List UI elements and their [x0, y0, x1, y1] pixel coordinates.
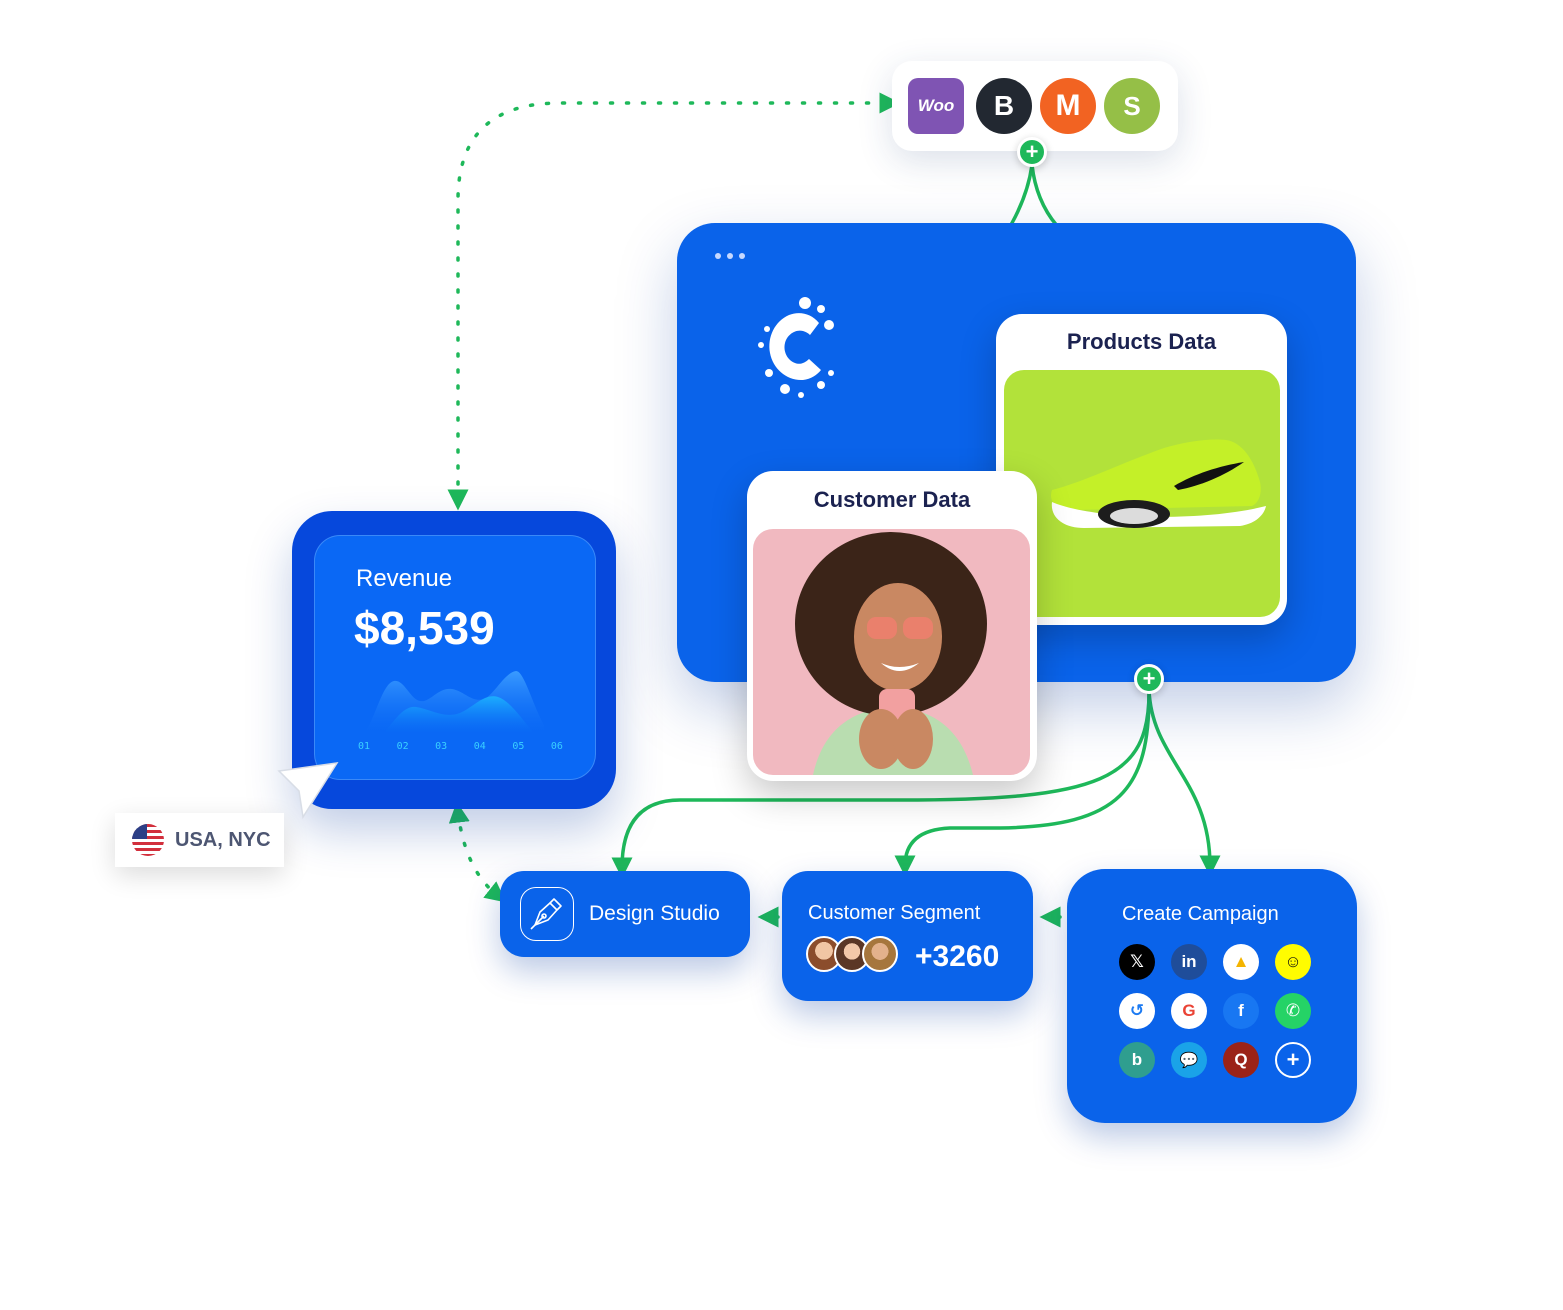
customer-segment-node[interactable]: Customer Segment +3260	[782, 871, 1033, 1001]
customer-data-title: Customer Data	[813, 487, 971, 512]
location-text: USA, NYC	[175, 829, 271, 851]
usa-flag-icon	[132, 824, 164, 856]
design-studio-label: Design Studio	[589, 902, 720, 925]
create-campaign-label: Create Campaign	[1122, 903, 1279, 925]
channel-icons-grid: 𝕏 in ▲ ☺ ↺ G f ✆ b 💬 Q +	[1119, 944, 1311, 1078]
messaging-icon[interactable]: 💬	[1171, 1042, 1207, 1078]
window-dots-icon	[715, 253, 745, 259]
tick-label: 02	[396, 741, 409, 752]
add-platform-icon[interactable]: +	[1017, 137, 1047, 167]
revenue-area-chart	[364, 671, 544, 733]
brand-logo-icon	[758, 297, 834, 398]
tick-label: 03	[435, 741, 448, 752]
avatar-stack	[806, 936, 898, 972]
customer-data-card[interactable]: Customer Data	[747, 471, 1037, 781]
segment-count: +3260	[915, 940, 1000, 973]
tick-label: 04	[473, 741, 486, 752]
quora-icon[interactable]: Q	[1223, 1042, 1259, 1078]
create-campaign-node[interactable]: Create Campaign 𝕏 in ▲ ☺ ↺ G f ✆ b 💬 Q +	[1067, 869, 1357, 1123]
revenue-widget[interactable]: Revenue $8,539 01 02 03 04 05 06	[292, 511, 616, 809]
products-data-card[interactable]: Products Data	[996, 314, 1287, 625]
bing-icon[interactable]: b	[1119, 1042, 1155, 1078]
facebook-icon[interactable]: f	[1223, 993, 1259, 1029]
woocommerce-icon[interactable]: Woo	[908, 78, 964, 134]
design-studio-node[interactable]: Design Studio	[500, 871, 750, 957]
add-node-icon[interactable]: +	[1134, 664, 1164, 694]
bigcommerce-icon[interactable]: B	[976, 78, 1032, 134]
google-icon[interactable]: G	[1171, 993, 1207, 1029]
revenue-value: $8,539	[354, 602, 495, 654]
tick-label: 01	[358, 741, 371, 752]
pen-tool-icon	[520, 887, 574, 941]
linkedin-icon[interactable]: in	[1171, 944, 1207, 980]
tick-label: 06	[550, 741, 563, 752]
add-channel-icon[interactable]: +	[1275, 1042, 1311, 1078]
avatar	[862, 936, 898, 972]
customer-segment-label: Customer Segment	[808, 902, 981, 924]
revenue-inner-panel: Revenue $8,539 01 02 03 04 05 06	[314, 535, 596, 780]
ecommerce-platforms-card: Woo B M S	[892, 61, 1178, 151]
customer-photo	[753, 529, 1030, 775]
adroll-icon[interactable]: ↺	[1119, 993, 1155, 1029]
cursor-pointer-icon	[277, 762, 339, 820]
revenue-axis-ticks: 01 02 03 04 05 06	[358, 741, 563, 752]
location-tag: USA, NYC	[115, 813, 284, 867]
x-icon[interactable]: 𝕏	[1119, 944, 1155, 980]
magento-icon[interactable]: M	[1040, 78, 1096, 134]
sneaker-image	[1004, 370, 1280, 617]
shopify-icon[interactable]: S	[1104, 78, 1160, 134]
products-data-title: Products Data	[1066, 329, 1217, 354]
snapchat-icon[interactable]: ☺	[1275, 944, 1311, 980]
tick-label: 05	[512, 741, 525, 752]
google-ads-icon[interactable]: ▲	[1223, 944, 1259, 980]
revenue-label: Revenue	[356, 565, 453, 592]
whatsapp-icon[interactable]: ✆	[1275, 993, 1311, 1029]
